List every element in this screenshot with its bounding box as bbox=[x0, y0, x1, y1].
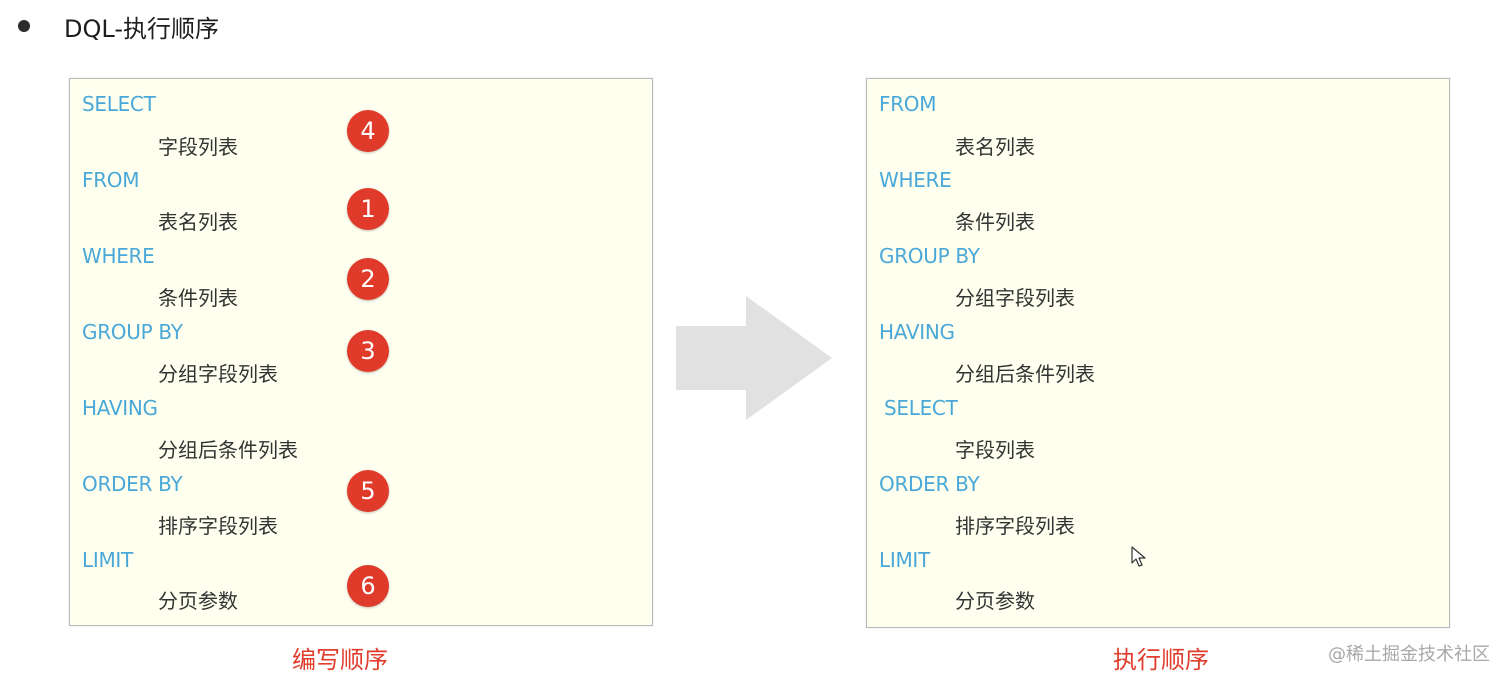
keyword-having: HAVING bbox=[82, 396, 158, 420]
bullet-icon bbox=[18, 20, 30, 32]
keyword-select: SELECT bbox=[884, 396, 958, 420]
right-arrow-icon bbox=[676, 296, 832, 420]
keyword-from: FROM bbox=[82, 168, 140, 192]
item-condition-list: 条件列表 bbox=[955, 210, 1035, 234]
keyword-from: FROM bbox=[879, 92, 937, 116]
keyword-limit: LIMIT bbox=[879, 548, 930, 572]
order-badge-6: 6 bbox=[347, 565, 389, 607]
slide-heading: DQL-执行顺序 bbox=[18, 8, 219, 44]
keyword-where: WHERE bbox=[82, 244, 155, 268]
item-paging-params: 分页参数 bbox=[955, 589, 1035, 613]
keyword-group-by: GROUP BY bbox=[82, 320, 183, 344]
execution-order-caption: 执行顺序 bbox=[1113, 646, 1209, 674]
writing-order-panel: SELECT 字段列表 4 FROM 表名列表 1 WHERE 条件列表 2 G… bbox=[69, 78, 653, 626]
slide-title: DQL-执行顺序 bbox=[64, 14, 219, 43]
mouse-cursor-icon bbox=[1131, 546, 1146, 567]
keyword-limit: LIMIT bbox=[82, 548, 133, 572]
keyword-order-by: ORDER BY bbox=[82, 472, 183, 496]
item-condition-list: 条件列表 bbox=[158, 286, 238, 310]
item-group-field-list: 分组字段列表 bbox=[955, 286, 1075, 310]
order-badge-3: 3 bbox=[347, 330, 389, 372]
writing-order-caption: 编写顺序 bbox=[292, 646, 388, 674]
item-group-field-list: 分组字段列表 bbox=[158, 362, 278, 386]
execution-order-panel: FROM 表名列表 WHERE 条件列表 GROUP BY 分组字段列表 HAV… bbox=[866, 78, 1450, 628]
item-field-list: 字段列表 bbox=[955, 438, 1035, 462]
item-group-condition-list: 分组后条件列表 bbox=[158, 438, 298, 462]
keyword-where: WHERE bbox=[879, 168, 952, 192]
item-paging-params: 分页参数 bbox=[158, 589, 238, 613]
item-sort-field-list: 排序字段列表 bbox=[955, 514, 1075, 538]
keyword-group-by: GROUP BY bbox=[879, 244, 980, 268]
item-table-list: 表名列表 bbox=[955, 135, 1035, 159]
keyword-having: HAVING bbox=[879, 320, 955, 344]
watermark: @稀土掘金技术社区 bbox=[1328, 644, 1490, 665]
item-sort-field-list: 排序字段列表 bbox=[158, 514, 278, 538]
item-group-condition-list: 分组后条件列表 bbox=[955, 362, 1095, 386]
keyword-order-by: ORDER BY bbox=[879, 472, 980, 496]
keyword-select: SELECT bbox=[82, 92, 156, 116]
order-badge-1: 1 bbox=[347, 188, 389, 230]
order-badge-5: 5 bbox=[347, 470, 389, 512]
order-badge-4: 4 bbox=[347, 110, 389, 152]
item-field-list: 字段列表 bbox=[158, 135, 238, 159]
item-table-list: 表名列表 bbox=[158, 210, 238, 234]
order-badge-2: 2 bbox=[347, 258, 389, 300]
